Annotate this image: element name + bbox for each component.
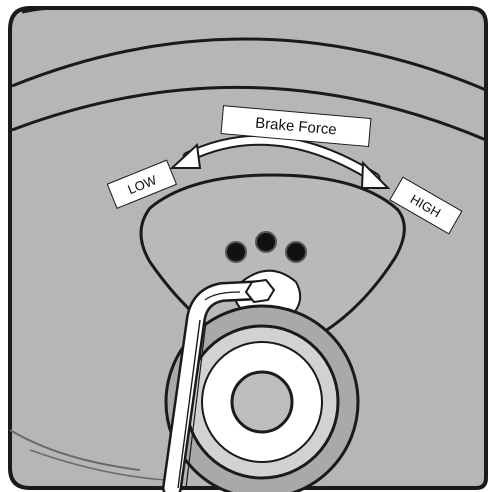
hex-key-icon: [162, 278, 276, 492]
low-label: LOW: [106, 159, 178, 209]
brake-hub: [164, 304, 360, 492]
double-headed-arc-arrow-icon: [169, 134, 391, 189]
three-hole-adjuster-icon: [225, 231, 307, 263]
brake-force-label: Brake Force: [220, 105, 372, 148]
